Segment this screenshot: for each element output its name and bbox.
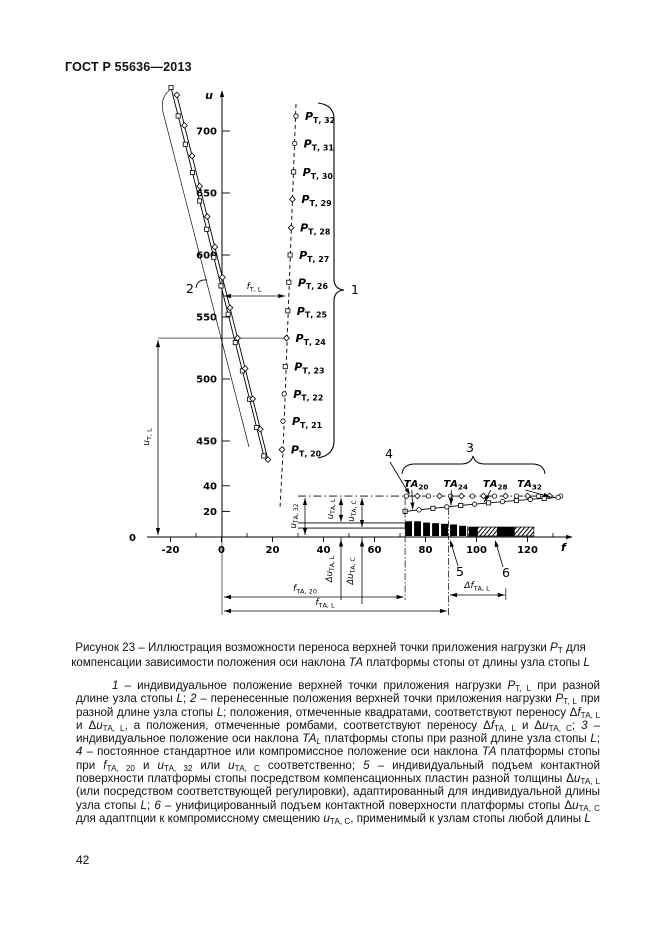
x-axis: f -20 0 20 40 60 80 100 120 0 bbox=[129, 533, 573, 615]
svg-text:ТА20: ТА20 bbox=[404, 479, 429, 492]
svg-text:PТ, 28: PТ, 28 bbox=[300, 222, 331, 237]
svg-text:40: 40 bbox=[317, 545, 331, 556]
callout-5: 5 bbox=[450, 540, 464, 579]
svg-text:20: 20 bbox=[266, 545, 280, 556]
dimension-annotations: uТ, L fТ, L uТА, 32 uТА, L uТА, С ΔuТА, L ΔuТА… bbox=[142, 282, 365, 604]
svg-text:600: 600 bbox=[196, 251, 217, 262]
svg-text:100: 100 bbox=[466, 545, 487, 556]
svg-text:80: 80 bbox=[419, 545, 433, 556]
svg-text:PТ, 22: PТ, 22 bbox=[293, 388, 323, 403]
brace-group-1: 1 bbox=[317, 102, 359, 459]
callout-6: 6 bbox=[494, 540, 510, 580]
svg-text:4: 4 bbox=[385, 446, 393, 461]
compensation-plates-bars bbox=[405, 521, 535, 537]
svg-text:uТА, 32: uТА, 32 bbox=[289, 503, 300, 528]
svg-text:PТ, 30: PТ, 30 bbox=[303, 166, 334, 181]
svg-text:700: 700 bbox=[196, 127, 217, 138]
figure-legend-text: 1 – индивидуальное положение верхней точ… bbox=[76, 679, 601, 826]
figure-caption: Рисунок 23 – Иллюстрация возможности пер… bbox=[71, 641, 590, 669]
svg-text:PТ, 31: PТ, 31 bbox=[304, 137, 334, 152]
series-individual-load-points: PТ, 32 PТ, 31 PТ, 30 PТ, 29 PТ, 28 PТ, 27 PТ, … bbox=[278, 103, 335, 509]
svg-text:PТ, 27: PТ, 27 bbox=[299, 249, 329, 264]
svg-text:650: 650 bbox=[196, 189, 217, 200]
svg-text:u: u bbox=[205, 89, 213, 102]
svg-text:PТ, 23: PТ, 23 bbox=[294, 361, 324, 376]
svg-text:ΔuТА, L: ΔuТА, L bbox=[325, 555, 336, 583]
svg-text:fТА, L: fТА, L bbox=[315, 598, 335, 609]
svg-text:0: 0 bbox=[129, 533, 136, 544]
series-tilt-axis-ta: ТА20 ТА24 ТА28 ТА32 3 bbox=[298, 440, 564, 529]
svg-text:uТА, С: uТА, С bbox=[347, 500, 358, 521]
svg-text:500: 500 bbox=[196, 375, 217, 386]
page-number: 42 bbox=[76, 853, 90, 867]
svg-text:uТА, L: uТА, L bbox=[326, 498, 337, 519]
svg-text:6: 6 bbox=[502, 565, 510, 580]
standard-number: ГОСТ Р 55636—2013 bbox=[65, 60, 192, 74]
svg-text:fТ, L: fТ, L bbox=[247, 282, 262, 293]
svg-text:ΔfТА, L: ΔfТА, L bbox=[463, 581, 490, 592]
svg-text:2: 2 bbox=[186, 281, 194, 296]
svg-text:PТ, 29: PТ, 29 bbox=[301, 193, 331, 208]
svg-text:0: 0 bbox=[218, 545, 225, 556]
svg-text:5: 5 bbox=[456, 564, 464, 579]
svg-text:uТ, L: uТ, L bbox=[142, 428, 153, 446]
svg-text:120: 120 bbox=[517, 545, 538, 556]
svg-text:PТ, 26: PТ, 26 bbox=[298, 276, 329, 291]
svg-text:PТ, 32: PТ, 32 bbox=[305, 110, 335, 125]
svg-text:PТ, 21: PТ, 21 bbox=[292, 415, 322, 430]
svg-text:3: 3 bbox=[466, 440, 474, 455]
svg-text:ΔuТА, С: ΔuТА, С bbox=[346, 557, 357, 585]
svg-text:20: 20 bbox=[203, 507, 217, 518]
svg-text:f: f bbox=[561, 541, 567, 554]
bottom-f-dimensions: fТА, 20 ΔfТА, L fТА, L bbox=[224, 498, 507, 615]
svg-text:40: 40 bbox=[203, 481, 217, 492]
svg-text:PТ, 24: PТ, 24 bbox=[296, 332, 327, 347]
callout-4: 4 bbox=[385, 446, 410, 495]
svg-text:ТА28: ТА28 bbox=[483, 479, 508, 492]
series-transferred-load-points: 2 bbox=[161, 85, 272, 463]
svg-text:PТ, 25: PТ, 25 bbox=[297, 305, 327, 320]
svg-text:1: 1 bbox=[351, 282, 359, 297]
svg-text:450: 450 bbox=[196, 437, 217, 448]
svg-text:60: 60 bbox=[368, 545, 382, 556]
svg-text:ТА24: ТА24 bbox=[443, 479, 468, 492]
svg-text:ТА32: ТА32 bbox=[517, 479, 542, 492]
svg-text:PТ, 20: PТ, 20 bbox=[291, 444, 322, 459]
svg-text:fТА, 20: fТА, 20 bbox=[293, 584, 317, 595]
svg-text:550: 550 bbox=[196, 313, 217, 324]
svg-text:-20: -20 bbox=[161, 545, 179, 556]
y-axis: u 700 650 600 550 500 450 40 20 bbox=[196, 89, 230, 537]
